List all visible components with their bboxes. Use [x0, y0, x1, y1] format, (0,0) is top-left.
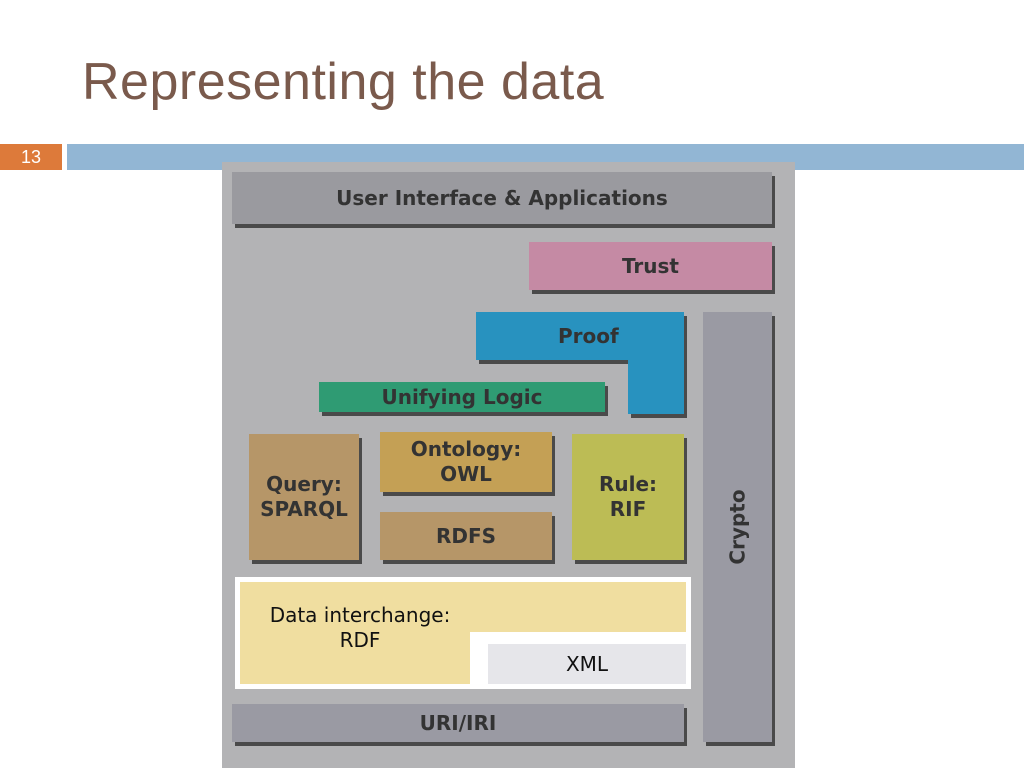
layer-rule-label: Rule: RIF [598, 472, 658, 521]
layer-user-interface: User Interface & Applications [232, 172, 772, 224]
layer-query-sparql: Query: SPARQL [249, 434, 359, 560]
layer-user-interface-label: User Interface & Applications [336, 186, 668, 210]
layer-data-interchange-rdf-left [240, 582, 470, 684]
layer-crypto: Crypto [703, 312, 772, 742]
layer-proof: Proof [222, 162, 795, 768]
layer-data-interchange-rdf-label: Data interchange: RDF [269, 603, 451, 652]
layer-xml-label: XML [565, 651, 609, 676]
proof-vertical-block [628, 312, 684, 414]
layer-query-label: Query: SPARQL [260, 472, 348, 521]
layer-rule-rif: Rule: RIF [572, 434, 684, 560]
layer-ontology-owl: Ontology: OWL [380, 432, 552, 492]
layer-uri-label: URI/IRI [419, 711, 497, 735]
layer-trust: Trust [529, 242, 772, 290]
layer-unifying-logic: Unifying Logic [319, 382, 605, 412]
layer-unifying-logic-label: Unifying Logic [381, 385, 543, 409]
layer-ontology-label: Ontology: OWL [410, 437, 522, 486]
layer-proof-label: Proof [558, 324, 619, 348]
layer-rdfs-label: RDFS [435, 524, 497, 548]
semantic-web-stack-diagram: User Interface & Applications Trust Proo… [222, 162, 795, 768]
slide-number: 13 [0, 144, 62, 170]
layer-xml: XML [488, 644, 686, 684]
layer-crypto-label: Crypto [725, 489, 750, 565]
slide-title: Representing the data [82, 53, 605, 111]
layer-trust-label: Trust [621, 254, 679, 278]
layer-rdfs: RDFS [380, 512, 552, 560]
layer-uri-iri: URI/IRI [232, 704, 684, 742]
